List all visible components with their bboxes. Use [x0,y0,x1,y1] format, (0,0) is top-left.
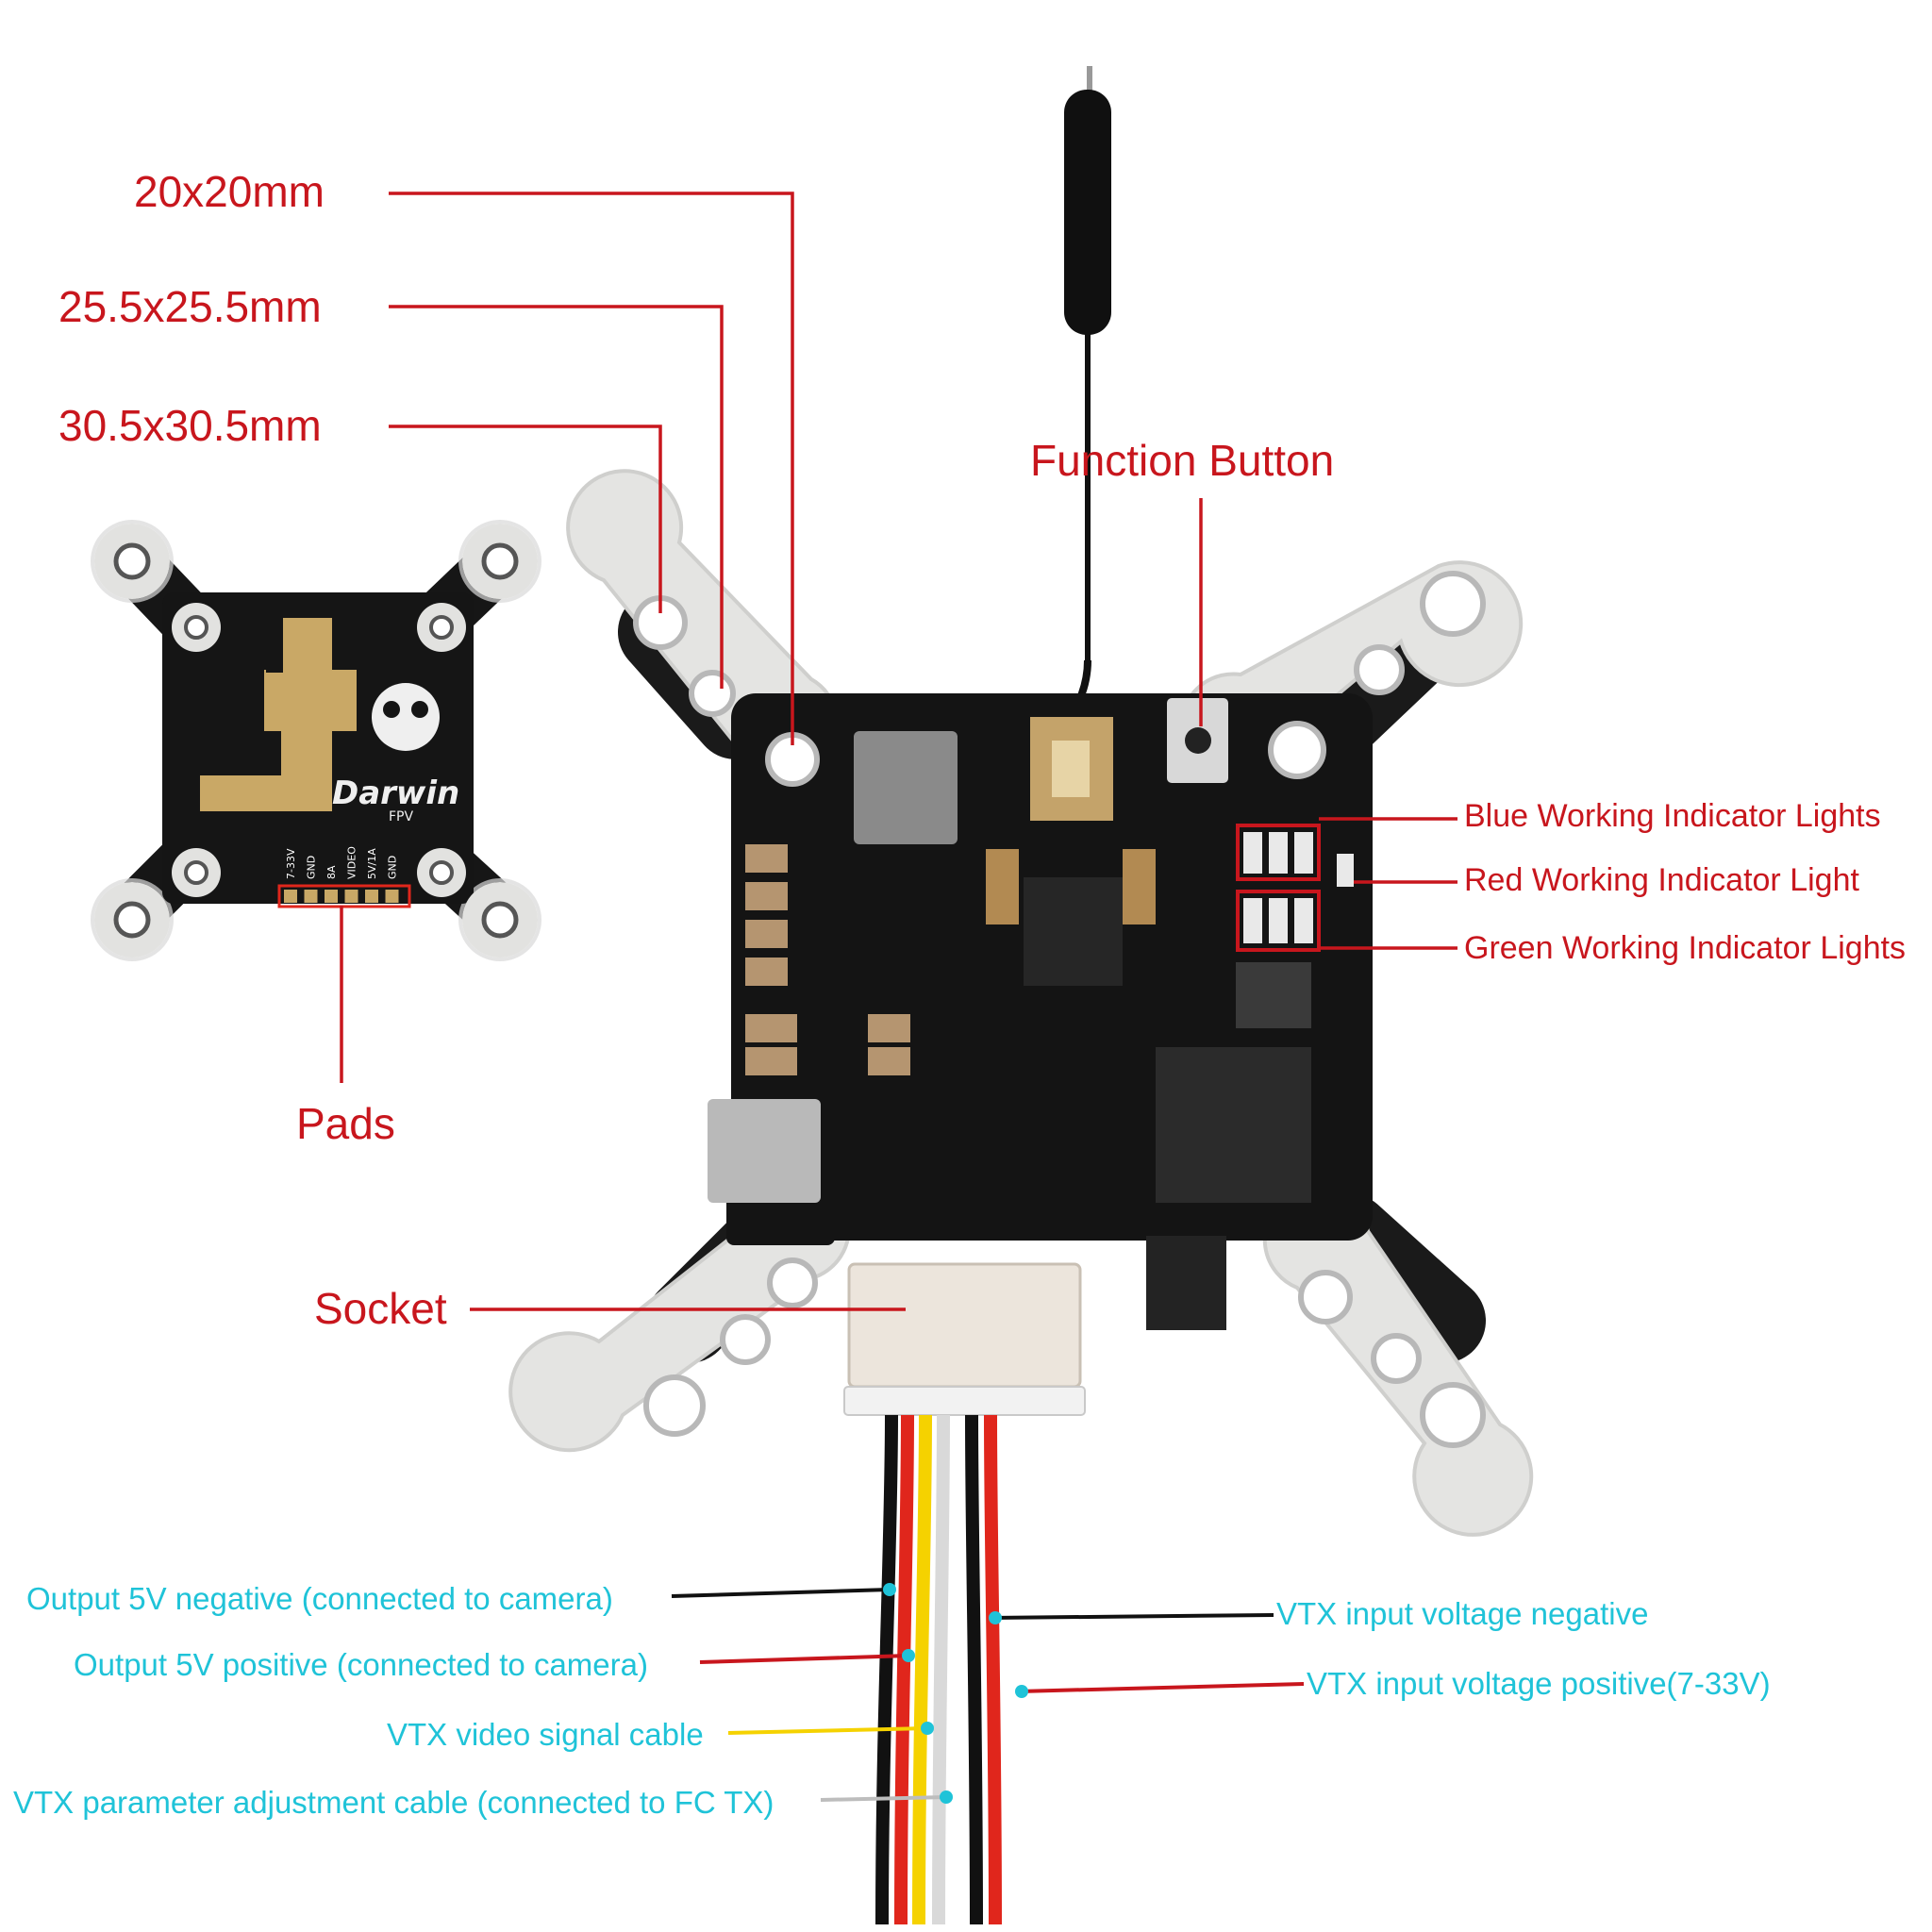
back-brand: Darwin [332,774,459,812]
back-board: Darwin FPV 7-33V GND 8A VIDEO 5V/1A GND [91,520,541,961]
wire-markers [883,1583,1028,1804]
red-led-label: Red Working Indicator Light [1464,862,1859,898]
pad-square [365,890,378,903]
back-brand-sub: FPV [389,809,413,824]
pad-squares [284,890,399,903]
size-label-20: 20x20mm [134,167,325,216]
pad-label: GND [387,856,399,879]
green-leds-label: Green Working Indicator Lights [1464,930,1907,966]
size-label-25: 25.5x25.5mm [58,282,322,331]
antenna-tip [1087,66,1092,94]
function-button-label: Function Button [1030,436,1335,485]
pads-label: Pads [296,1099,395,1148]
red-leader-lines [340,192,1457,1311]
pad-label: GND [306,856,318,879]
wire-label-video: VTX video signal cable [387,1717,704,1752]
wire-label-out5v-pos: Output 5V positive (connected to camera) [74,1647,648,1682]
wire-label-out5v-neg: Output 5V negative (connected to camera) [26,1581,613,1616]
pad-square [385,890,399,903]
led-indicators [1236,824,1354,952]
main-board [508,66,1534,1925]
pads-box [277,884,411,908]
wire-leader-lines [671,1588,1305,1802]
blue-leds-label: Blue Working Indicator Lights [1464,798,1881,834]
size-label-30: 30.5x30.5mm [58,401,322,450]
wire-label-param: VTX parameter adjustment cable (connecte… [13,1785,774,1820]
pad-label: 5V/1A [366,848,378,879]
pad-label: 7-33V [285,848,297,879]
pad-square [284,890,297,903]
socket-body [847,1262,1082,1389]
pad-square [344,890,358,903]
wire-label-in-pos: VTX input voltage positive(7-33V) [1307,1666,1771,1701]
wire-label-in-neg: VTX input voltage negative [1276,1596,1649,1631]
antenna-shroud [1064,90,1111,335]
pad-square [325,890,338,903]
pad-square [304,890,318,903]
pad-labels: 7-33V GND 8A VIDEO 5V/1A GND [285,846,399,879]
function-button-cap [1185,727,1211,754]
pad-label: 8A [325,865,338,879]
pad-label: VIDEO [346,846,358,879]
socket-label: Socket [314,1284,447,1333]
